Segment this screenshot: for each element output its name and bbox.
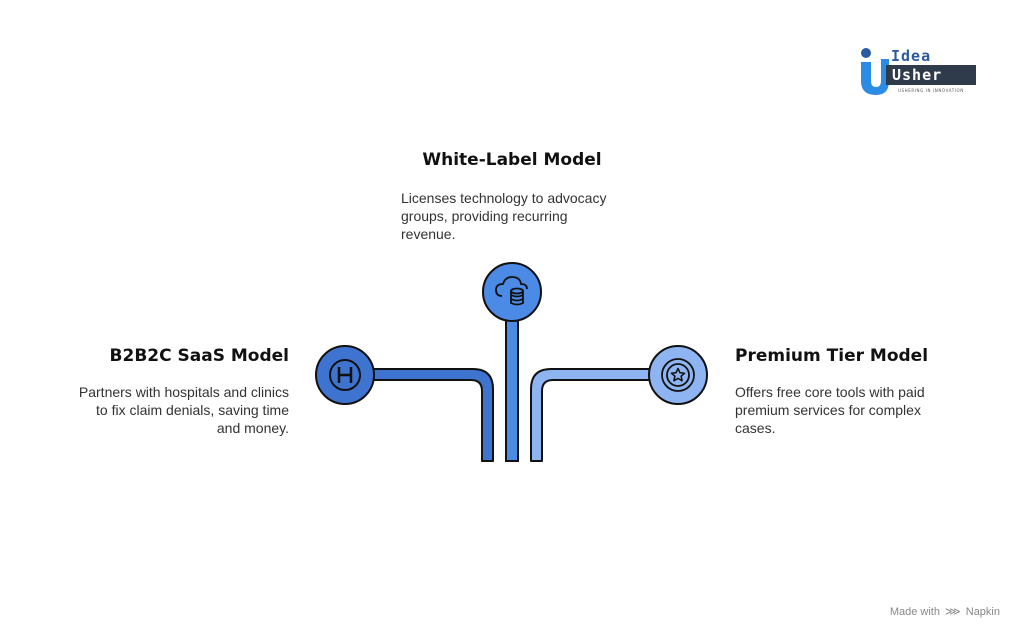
idea-usher-logo: Idea Usher USHERING IN INNOVATION [858, 45, 980, 97]
white-label-description: Licenses technology to advocacy groups, … [401, 189, 606, 243]
premium-tier-desc-line: cases. [735, 420, 776, 436]
footer-prefix: Made with [889, 606, 940, 618]
logo-word-idea: Idea [891, 47, 932, 65]
b2b2c-desc-line: and money. [216, 420, 289, 436]
left-node [315, 345, 375, 405]
b2b2c-description: Partners with hospitals and clinics to f… [79, 383, 289, 437]
premium-tier-desc-line: Offers free core tools with paid [735, 384, 925, 400]
b2b2c-desc-line: Partners with hospitals and clinics [78, 384, 289, 400]
center-connector-pipe [505, 314, 519, 462]
footer-brand: Napkin [965, 606, 1000, 618]
logo-mark-icon [861, 48, 889, 95]
left-connector-pipe [359, 368, 494, 462]
hospital-icon [329, 359, 361, 391]
white-label-desc-line: groups, providing recurring [401, 208, 568, 224]
b2b2c-desc-line: to fix claim denials, saving time [96, 402, 289, 418]
white-label-desc-line: revenue. [401, 226, 456, 242]
logo-word-usher: Usher [886, 65, 976, 85]
right-node [648, 345, 708, 405]
made-with-napkin[interactable]: Made with ⋙ Napkin [890, 605, 1000, 618]
center-node [482, 262, 542, 322]
napkin-icon: ⋙ [945, 606, 961, 618]
star-badge-icon [661, 358, 695, 392]
premium-tier-description: Offers free core tools with paid premium… [735, 383, 925, 437]
white-label-title: White-Label Model [422, 150, 602, 170]
white-label-desc-line: Licenses technology to advocacy [401, 190, 607, 206]
logo-tagline: USHERING IN INNOVATION [898, 88, 964, 93]
premium-tier-desc-line: premium services for complex [735, 402, 921, 418]
right-connector-pipe [530, 368, 663, 462]
premium-tier-title: Premium Tier Model [735, 346, 929, 366]
b2b2c-title: B2B2C SaaS Model [109, 346, 289, 366]
cloud-database-icon [495, 276, 528, 306]
